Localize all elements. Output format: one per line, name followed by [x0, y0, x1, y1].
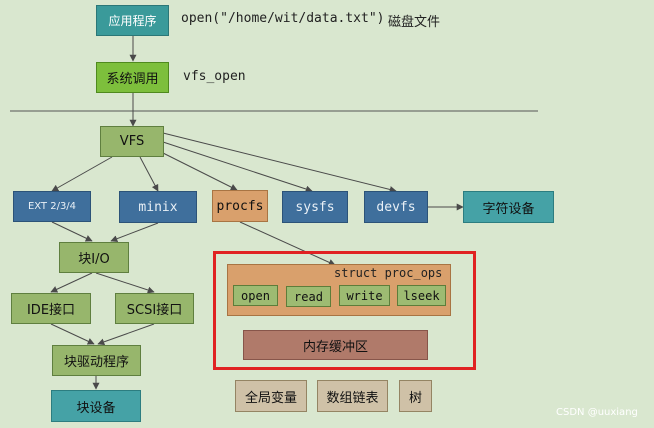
ide-interface-box: IDE接口	[11, 293, 91, 324]
block-driver-box: 块驱动程序	[52, 345, 141, 376]
memory-buffer-box: 内存缓冲区	[243, 330, 428, 360]
arrow-procfs-to-procops	[239, 221, 336, 266]
char-device-box: 字符设备	[463, 191, 554, 223]
watermark: CSDN @uuxiang	[556, 407, 638, 418]
scsi-interface-box: SCSI接口	[115, 293, 194, 324]
block-io-box: 块I/O	[59, 242, 129, 273]
proc-op-open: open	[233, 285, 278, 306]
block-device-box: 块设备	[51, 390, 141, 422]
procfs-box: procfs	[212, 190, 268, 222]
proc-ops-title: struct proc_ops	[334, 266, 443, 280]
minix-fs-box: minix	[119, 191, 197, 223]
devfs-box: devfs	[364, 191, 428, 223]
open-call-label: open("/home/wit/data.txt")	[181, 11, 385, 26]
legend-global-variable: 全局变量	[235, 380, 307, 412]
proc-op-write: write	[339, 285, 390, 306]
legend-tree: 树	[399, 380, 432, 412]
arrow-ext-to-blockio	[51, 221, 93, 242]
arrow-vfs-to-sysfs	[162, 141, 313, 193]
application-box: 应用程序	[96, 5, 169, 36]
syscall-box: 系统调用	[96, 62, 169, 93]
ext-fs-box: EXT 2/3/4	[13, 191, 91, 222]
arrow-scsi-to-driver	[97, 323, 155, 346]
vfs-open-label: vfs_open	[183, 69, 246, 84]
disk-file-label: 磁盘文件	[388, 15, 441, 30]
arrow-vfs-to-procfs	[156, 149, 238, 191]
vfs-box: VFS	[100, 126, 164, 157]
proc-op-read: read	[286, 286, 331, 307]
sysfs-box: sysfs	[282, 191, 348, 223]
arrow-ide-to-driver	[50, 323, 95, 345]
arrow-blockio-to-ide	[50, 272, 93, 293]
arrow-minix-to-blockio	[110, 222, 159, 243]
highlight-frame	[213, 251, 476, 370]
proc-op-lseek: lseek	[397, 285, 446, 306]
arrow-vfs-to-ext	[51, 156, 113, 192]
legend-array-list: 数组链表	[317, 380, 388, 412]
arrow-blockio-to-scsi	[95, 272, 155, 294]
arrow-vfs-to-minix	[139, 156, 159, 192]
arrow-vfs-to-devfs	[162, 132, 397, 193]
